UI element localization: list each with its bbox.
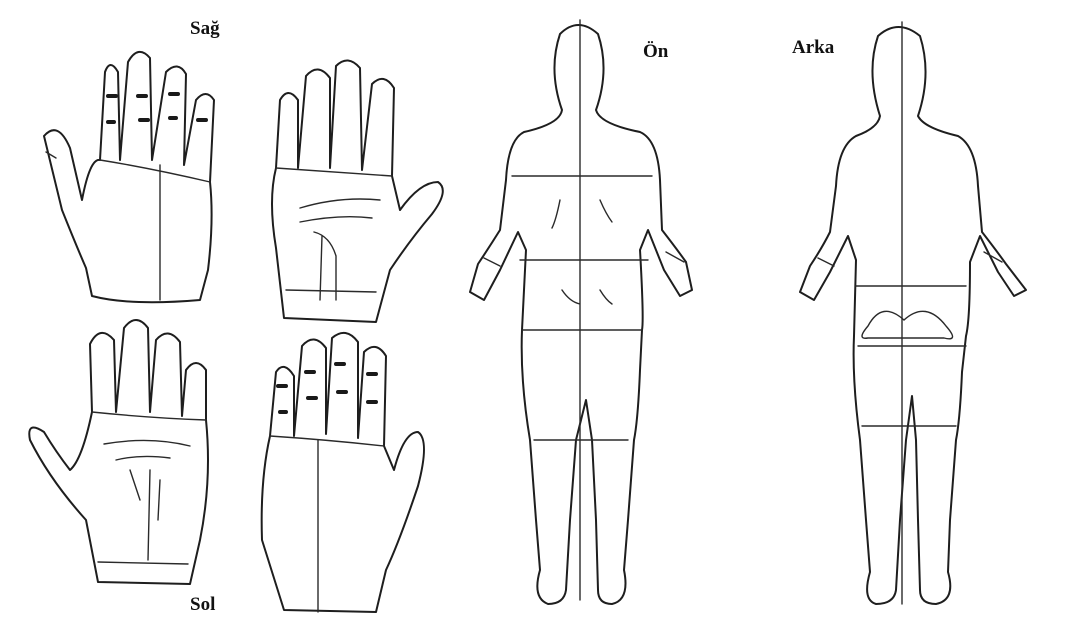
right-hand-back xyxy=(44,52,214,302)
left-hand-palm xyxy=(272,60,443,322)
front-body-outline xyxy=(470,20,692,604)
front-view-label: Ön xyxy=(643,41,668,63)
back-body-outline xyxy=(800,22,1026,604)
right-hand-label: Sağ xyxy=(190,18,220,40)
right-hand-palm xyxy=(29,320,208,584)
left-hand-label: Sol xyxy=(190,594,215,616)
left-hand-back xyxy=(262,333,424,612)
back-view-label: Arka xyxy=(792,37,834,59)
